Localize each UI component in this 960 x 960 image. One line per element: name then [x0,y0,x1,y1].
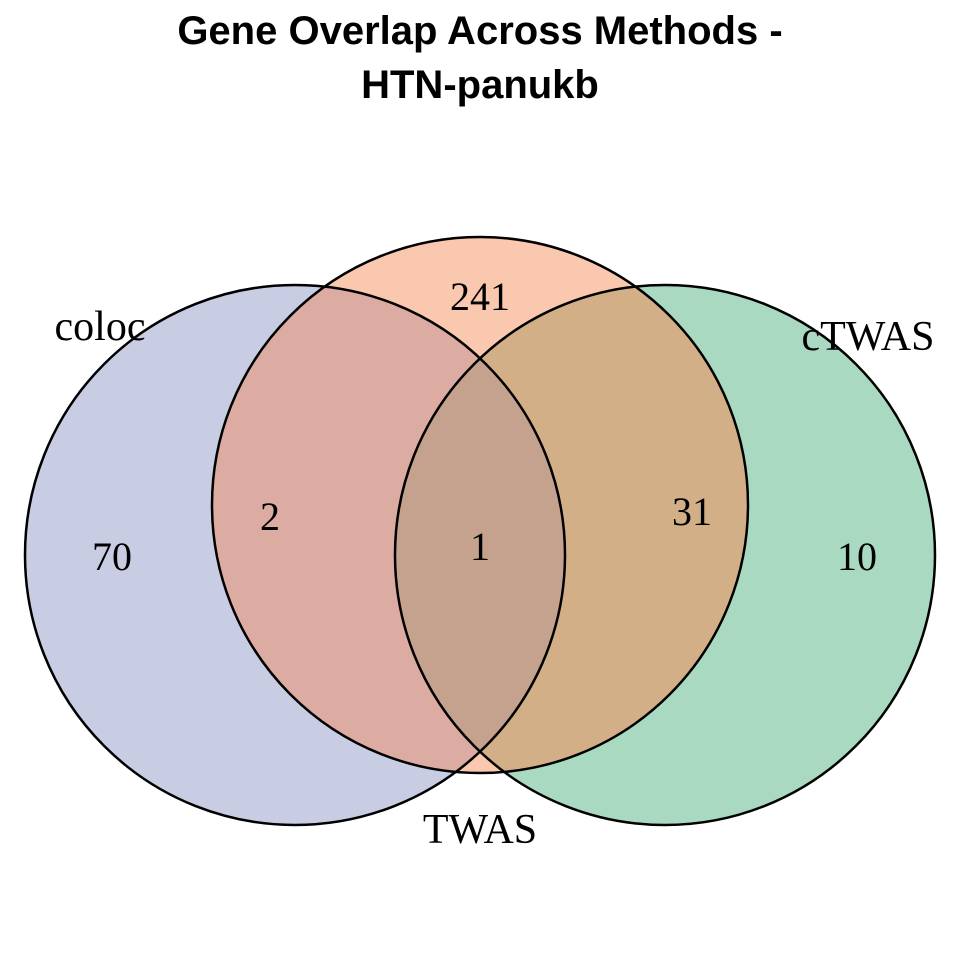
set-label-coloc: coloc [55,304,146,350]
set-label-ctwas: cTWAS [802,314,935,360]
count-coloc-only: 70 [92,534,132,579]
count-twas-ctwas: 31 [672,489,712,534]
triple-overlap-clip-group [395,285,565,773]
chart-title-line2: HTN-panukb [361,63,599,107]
chart-title-line1: Gene Overlap Across Methods - [177,9,783,53]
chart-title: Gene Overlap Across Methods - HTN-panukb [0,4,960,112]
coloc-circle-outline [23,283,567,827]
count-coloc-twas: 2 [260,494,280,539]
count-twas-only: 241 [450,274,510,319]
triple-overlap-region [395,285,565,773]
count-ctwas-only: 10 [837,534,877,579]
twas-circle-outline [210,235,750,775]
count-all-three: 1 [470,524,490,569]
set-label-twas: TWAS [423,807,537,853]
ctwas-circle-outline [393,283,937,827]
